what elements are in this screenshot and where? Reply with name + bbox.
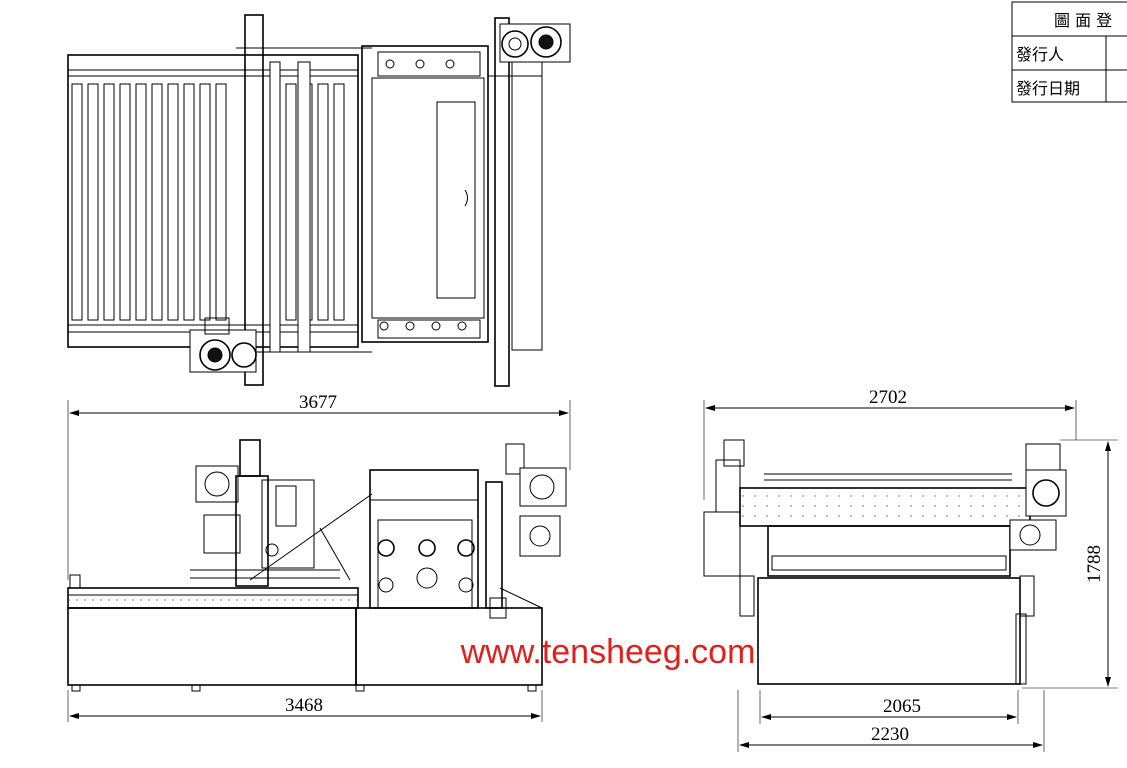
title-block-date-label: 發行日期 [1016,79,1080,98]
front-view [67,439,567,692]
motor-bottom-left [189,317,257,373]
title-block: 圖 面 登 發行人 發行日期 [1011,1,1127,103]
top-view [67,14,571,387]
dim-side-height: 1788 [1084,545,1105,583]
dim-side-total-width: 2702 [869,387,907,408]
title-block-issuer-label: 發行人 [1016,45,1064,64]
dimension-lines [67,400,1118,752]
title-block-header: 圖 面 登 [1054,11,1112,30]
conveyor-rollers [71,83,345,321]
dim-front-base-length: 3468 [285,695,323,716]
dimension-labels: 3677 3468 2702 1788 2065 2230 [285,387,1105,745]
side-view [703,439,1067,685]
dim-side-base-width: 2065 [883,696,921,717]
motor-top-right [499,23,571,63]
dim-front-total-length: 3677 [299,392,337,413]
dim-side-overall-base: 2230 [871,724,909,745]
watermark-url: www.tensheeg.com [460,633,756,671]
